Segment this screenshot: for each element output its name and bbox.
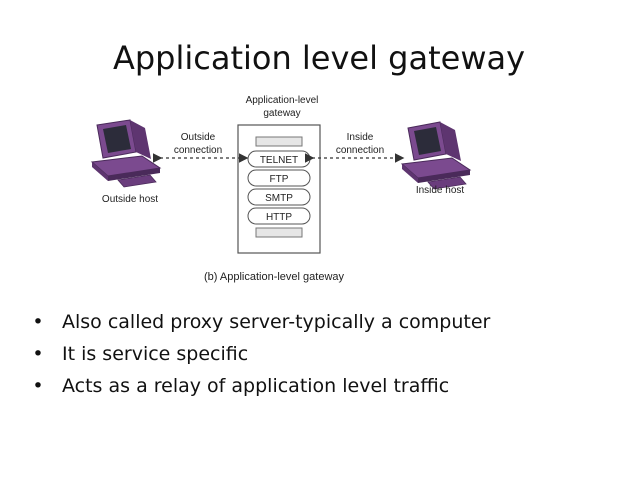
gateway-label-line1: Application-level xyxy=(246,95,319,106)
outside-host-label: Outside host xyxy=(102,194,158,205)
gateway-diagram: Application-level gateway TELNET FTP SMT… xyxy=(90,95,472,283)
bullet-marker: • xyxy=(32,375,44,397)
protocol-label-smtp: SMTP xyxy=(265,193,293,204)
gateway-label-line2: gateway xyxy=(263,108,300,119)
protocol-pill-ftp: FTP xyxy=(247,169,311,187)
bullet-text: Acts as a relay of application level tra… xyxy=(62,375,450,397)
bullet-list: • Also called proxy server-typically a c… xyxy=(28,306,628,402)
slide-title: Application level gateway xyxy=(112,39,526,77)
inside-host-computer-icon xyxy=(400,121,472,190)
protocol-pill-smtp: SMTP xyxy=(247,188,311,206)
bullet-marker: • xyxy=(32,311,44,333)
protocol-label-telnet: TELNET xyxy=(260,155,298,166)
bullet-text: It is service specific xyxy=(62,343,249,365)
protocol-pill-telnet: TELNET xyxy=(247,150,311,168)
bullet-item: • It is service specific xyxy=(28,338,628,370)
outside-connection-label-line1: Outside xyxy=(181,132,216,143)
inside-connection-label-line2: connection xyxy=(336,145,384,156)
outside-connection-label-line2: connection xyxy=(174,145,222,156)
bullet-text: Also called proxy server-typically a com… xyxy=(62,311,491,333)
gateway-stack-top xyxy=(255,136,303,147)
diagram-caption: (b) Application-level gateway xyxy=(204,271,345,283)
outside-host-computer-icon xyxy=(90,119,162,188)
gateway-stack-bottom xyxy=(255,227,303,238)
inside-host-label: Inside host xyxy=(416,185,465,196)
protocol-label-http: HTTP xyxy=(266,212,292,223)
protocol-pill-http: HTTP xyxy=(247,207,311,225)
bullet-item: • Acts as a relay of application level t… xyxy=(28,370,628,402)
inside-connection-label-line1: Inside xyxy=(347,132,374,143)
bullet-marker: • xyxy=(32,343,44,365)
protocol-label-ftp: FTP xyxy=(270,174,289,185)
bullet-item: • Also called proxy server-typically a c… xyxy=(28,306,628,338)
